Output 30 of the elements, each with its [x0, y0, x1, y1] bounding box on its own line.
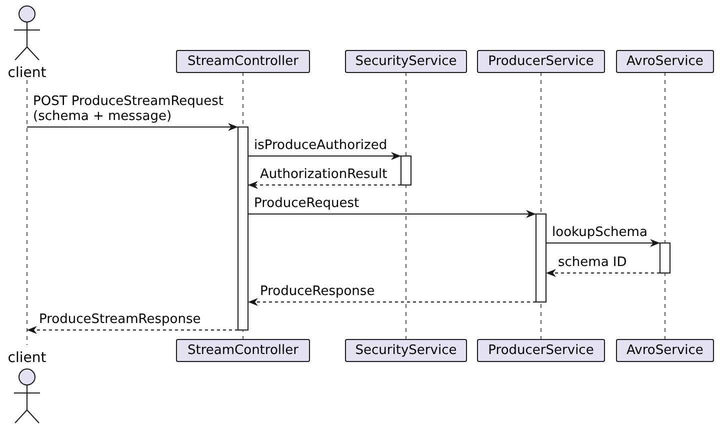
- message-label: ProduceResponse: [260, 284, 375, 299]
- lifeline: [400, 72, 412, 339]
- return-arrow: [248, 298, 536, 306]
- participant-box: ProducerService: [477, 339, 605, 362]
- message-arrow: [546, 239, 660, 247]
- message-arrow: [26, 123, 238, 131]
- participant-box: StreamController: [176, 50, 310, 73]
- actor-label: client: [6, 350, 48, 366]
- message-label: ProduceRequest: [254, 196, 360, 211]
- participant-box: AvroService: [616, 50, 714, 73]
- message-label: schema ID: [558, 255, 627, 270]
- message-arrow: [248, 152, 402, 160]
- return-arrow: [546, 269, 660, 277]
- message-label: POST ProduceStreamRequest (schema + message): [33, 94, 224, 124]
- lifeline: [659, 72, 671, 339]
- message-label: ProduceStreamResponse: [39, 312, 201, 327]
- message-label: AuthorizationResult: [260, 167, 388, 182]
- lifeline: [237, 72, 249, 339]
- message-label: lookupSchema: [552, 225, 648, 240]
- return-arrow: [26, 326, 238, 334]
- participant-box: AvroService: [616, 339, 714, 362]
- message-arrow: [248, 210, 536, 218]
- participant-box: ProducerService: [477, 50, 605, 73]
- lifeline: [535, 72, 547, 339]
- participant-box: StreamController: [176, 339, 310, 362]
- actor-label: client: [6, 65, 48, 81]
- participant-box: SecurityService: [345, 50, 467, 73]
- participant-box: SecurityService: [345, 339, 467, 362]
- message-label: isProduceAuthorized: [254, 138, 388, 153]
- return-arrow: [248, 181, 402, 189]
